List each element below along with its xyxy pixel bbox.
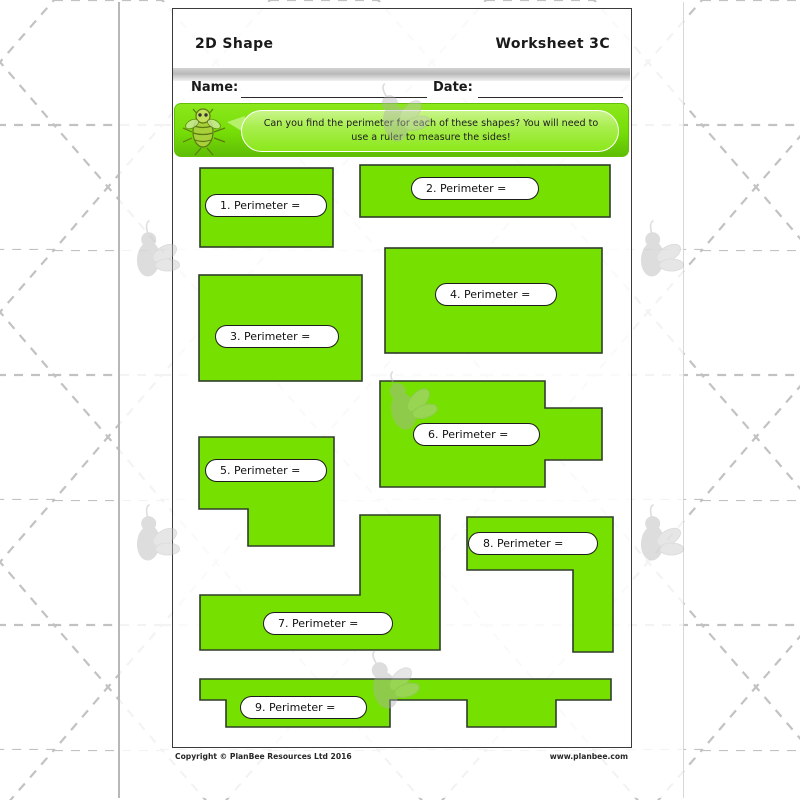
copyright-text: Copyright © PlanBee Resources Ltd 2016 <box>175 752 352 761</box>
speech-bubble-tail <box>227 116 245 133</box>
perimeter-label-1[interactable]: 1. Perimeter = <box>205 194 327 217</box>
perimeter-label-text: 7. Perimeter = <box>278 617 359 630</box>
perimeter-label-text: 2. Perimeter = <box>426 182 507 195</box>
page-footer: Copyright © PlanBee Resources Ltd 2016 w… <box>173 752 630 770</box>
instruction-banner: Can you find the perimeter for each of t… <box>174 103 629 157</box>
date-label: Date: <box>433 80 473 95</box>
perimeter-label-3[interactable]: 3. Perimeter = <box>215 325 339 348</box>
perimeter-label-6[interactable]: 6. Perimeter = <box>413 423 540 446</box>
bee-watermark-icon <box>136 503 181 561</box>
perimeter-label-2[interactable]: 2. Perimeter = <box>411 177 539 200</box>
instruction-text: Can you find the perimeter for each of t… <box>263 118 599 143</box>
bee-mascot-icon <box>182 108 226 156</box>
website-link[interactable]: www.planbee.com <box>549 752 628 761</box>
date-input[interactable] <box>478 97 623 98</box>
perimeter-label-9[interactable]: 9. Perimeter = <box>240 696 367 719</box>
name-date-row: Name: Date: <box>173 80 630 102</box>
bee-watermark-icon <box>381 82 430 142</box>
perimeter-label-text: 4. Perimeter = <box>450 288 531 301</box>
perimeter-label-8[interactable]: 8. Perimeter = <box>468 532 598 555</box>
perimeter-label-text: 9. Perimeter = <box>255 701 336 714</box>
worksheet-header: 2D Shape Worksheet 3C <box>173 34 630 64</box>
bee-watermark-icon <box>640 503 685 561</box>
perimeter-label-text: 5. Perimeter = <box>220 464 301 477</box>
worksheet-number: Worksheet 3C <box>495 36 610 52</box>
header-divider <box>173 68 630 81</box>
perimeter-label-text: 8. Perimeter = <box>483 537 564 550</box>
bee-watermark-icon <box>640 219 685 277</box>
perimeter-label-7[interactable]: 7. Perimeter = <box>263 612 393 635</box>
perimeter-label-5[interactable]: 5. Perimeter = <box>205 459 327 482</box>
perimeter-label-text: 1. Perimeter = <box>220 199 301 212</box>
perimeter-label-4[interactable]: 4. Perimeter = <box>435 283 557 306</box>
name-input[interactable] <box>241 97 427 98</box>
perimeter-label-text: 3. Perimeter = <box>230 330 311 343</box>
speech-bubble: Can you find the perimeter for each of t… <box>241 110 619 152</box>
perimeter-label-text: 6. Perimeter = <box>428 428 509 441</box>
page-title: 2D Shape <box>195 36 274 52</box>
bee-watermark-icon <box>136 219 181 277</box>
name-label: Name: <box>191 80 239 95</box>
